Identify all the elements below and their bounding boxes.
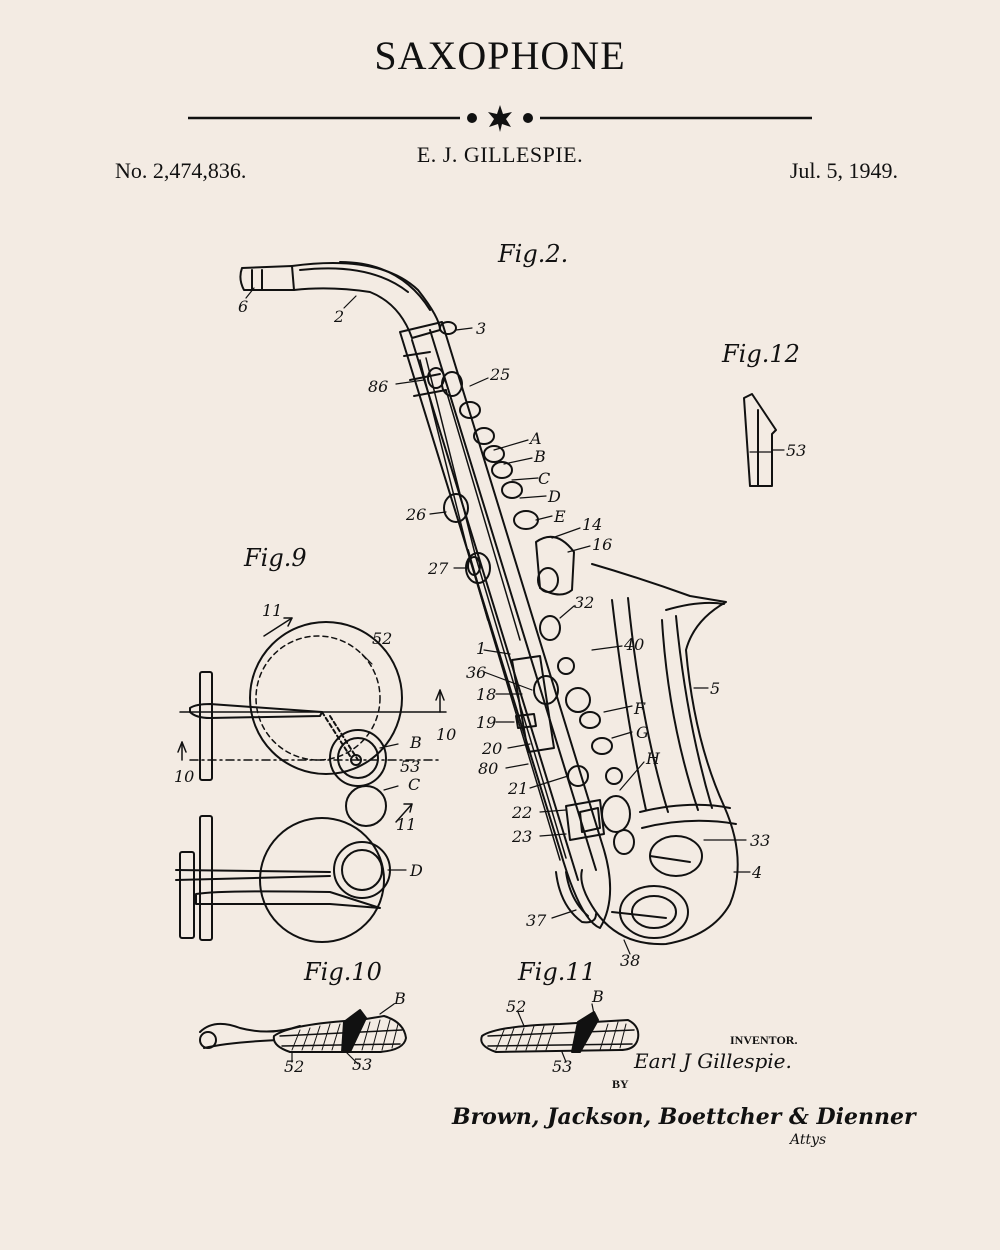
fig11-callout-53: 53 [552, 1057, 572, 1076]
callout-E: E [553, 507, 566, 526]
callout-32: 32 [574, 593, 594, 612]
callout-16: 16 [592, 535, 612, 554]
callout-36: 36 [466, 663, 486, 682]
callout-B: B [533, 447, 546, 466]
fig10-callout-52: 52 [284, 1057, 304, 1076]
fig12-label: Fig.12 [721, 340, 800, 368]
callout-38: 38 [620, 951, 640, 970]
by-label: BY [612, 1077, 629, 1091]
fig10-callout-53: 53 [352, 1055, 372, 1074]
callout-C: C [538, 469, 550, 488]
fig10-drawing [199, 1003, 407, 1065]
callout-18: 18 [476, 685, 496, 704]
fig11-label: Fig.11 [517, 958, 596, 986]
fig11-callout-52: 52 [506, 997, 526, 1016]
callout-20: 20 [481, 739, 502, 758]
callout-23: 23 [511, 827, 532, 846]
inventor-signature: Earl J Gillespie. [633, 1049, 792, 1073]
callout-80: 80 [478, 759, 498, 778]
ornamental-divider [188, 105, 812, 132]
callout-3: 3 [476, 319, 486, 338]
callout-F: F [633, 699, 646, 718]
inventor-heading: INVENTOR. [730, 1033, 797, 1047]
attorneys-signature: Brown, Jackson, Boettcher & Dienner [451, 1104, 917, 1130]
fig9-callout-11-top: 11 [262, 601, 282, 620]
fig9-drawing [175, 617, 447, 943]
callout-25: 25 [489, 365, 510, 384]
fig9-callout-D: D [409, 861, 423, 880]
callout-22: 22 [511, 803, 532, 822]
callout-H: H [645, 749, 661, 768]
fig9-callout-52: 52 [372, 629, 392, 648]
callout-G: G [636, 723, 649, 742]
fig12-drawing [743, 393, 785, 487]
callout-4: 4 [751, 863, 762, 882]
callout-19: 19 [476, 713, 496, 732]
fig2-label: Fig.2. [497, 240, 568, 268]
callout-2: 2 [333, 307, 344, 326]
callout-26: 26 [405, 505, 426, 524]
fig9-callout-B: B [409, 733, 422, 752]
callout-37: 37 [526, 911, 547, 930]
fig11-drawing [480, 1003, 640, 1063]
callout-21: 21 [507, 779, 528, 798]
callout-14: 14 [582, 515, 602, 534]
fig10-hatching [291, 1019, 399, 1051]
saxophone-illustration [239, 261, 751, 955]
callout-1: 1 [476, 639, 486, 658]
callout-A: A [528, 429, 542, 448]
fig9-label: Fig.9 [243, 544, 307, 572]
fig10-callout-B: B [393, 989, 406, 1008]
fig9-callout-10-right: 10 [436, 725, 456, 744]
inventor-name: E. J. GILLESPIE. [416, 142, 584, 167]
fig11-callout-B: B [591, 987, 604, 1006]
callout-27: 27 [427, 559, 449, 578]
fig9-callout-10-left: 10 [174, 767, 194, 786]
callout-6: 6 [238, 297, 248, 316]
star-ornament-icon [488, 105, 512, 132]
patent-number: No. 2,474,836. [115, 158, 247, 183]
patent-date: Jul. 5, 1949. [789, 158, 898, 183]
fig9-callout-C: C [408, 775, 420, 794]
callout-53-fig12: 53 [786, 441, 806, 460]
patent-title: SAXOPHONE [374, 33, 626, 78]
fig11-hatching [495, 1021, 627, 1051]
fig10-label: Fig.10 [303, 958, 382, 986]
fig9-callout-53: 53 [400, 757, 420, 776]
callout-33: 33 [750, 831, 770, 850]
attorneys-initials: Attys [788, 1132, 826, 1148]
fig9-callout-11-bottom: 11 [396, 815, 416, 834]
callout-40: 40 [623, 635, 644, 654]
callout-D: D [547, 487, 561, 506]
callout-5: 5 [710, 679, 720, 698]
callout-86: 86 [368, 377, 388, 396]
